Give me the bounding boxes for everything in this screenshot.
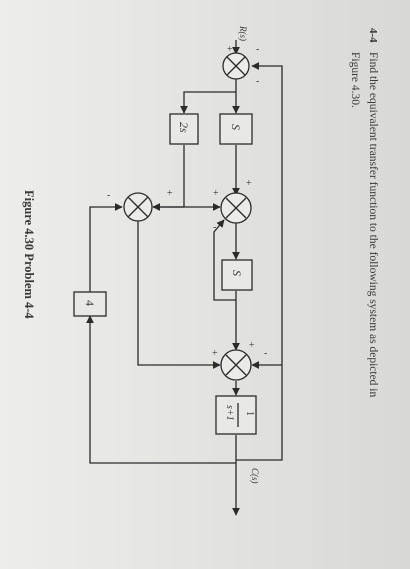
sign-s2-b: - <box>107 190 110 201</box>
sign-s3-c: - <box>213 222 216 233</box>
sign-s4-c: - <box>264 348 267 359</box>
sign-labels: - + - + - + + - + + - <box>107 44 267 359</box>
sign-s2-a: + <box>167 188 173 199</box>
sign-s4-a: + <box>249 340 255 351</box>
block-gain-4: 4 <box>73 291 107 317</box>
block-2s: 2s <box>169 113 199 145</box>
block-2s-label: 2s <box>177 122 191 133</box>
block-transfer-function: 1 s+1 <box>215 395 257 435</box>
summing-junction-4 <box>220 349 252 381</box>
block-gain-4-label: 4 <box>83 300 97 306</box>
figure-caption: Figure 4.30 Problem 4-4 <box>22 190 36 319</box>
sign-s1-left: + <box>227 44 233 55</box>
sign-s1-top: - <box>256 44 259 55</box>
wire-branch-to-2s <box>180 91 236 114</box>
sign-s3-a: + <box>246 178 252 189</box>
wire-s2-to-s4 <box>137 207 221 369</box>
summing-junction-1 <box>222 52 250 80</box>
wire-to-gain4 <box>86 315 236 464</box>
problem-text-line2: Figure 4.30. <box>349 52 361 108</box>
wire-gain4-to-s2 <box>89 203 123 292</box>
block-middle-s-label: S <box>230 270 244 276</box>
sign-s4-b: + <box>212 348 218 359</box>
problem-text-line1: Find the equivalent transfer function to… <box>367 52 379 397</box>
block-middle-s: S <box>221 259 253 291</box>
summing-junction-2 <box>123 192 153 222</box>
signal-wires <box>86 40 283 516</box>
sign-s1-right: - <box>256 76 259 87</box>
output-label: C(s) <box>250 468 260 484</box>
summing-junction-3 <box>220 192 252 224</box>
input-label: R(s) <box>238 25 248 41</box>
tf-denominator: s+1 <box>224 405 235 421</box>
block-top-s: S <box>219 113 253 145</box>
tf-numerator: 1 <box>244 411 255 416</box>
sign-s3-b: + <box>213 188 219 199</box>
block-top-s-label: S <box>229 124 243 130</box>
wire-outer-feedback <box>236 62 283 461</box>
problem-number: 4-4 <box>367 28 379 43</box>
wire-local-feedback <box>213 219 236 301</box>
